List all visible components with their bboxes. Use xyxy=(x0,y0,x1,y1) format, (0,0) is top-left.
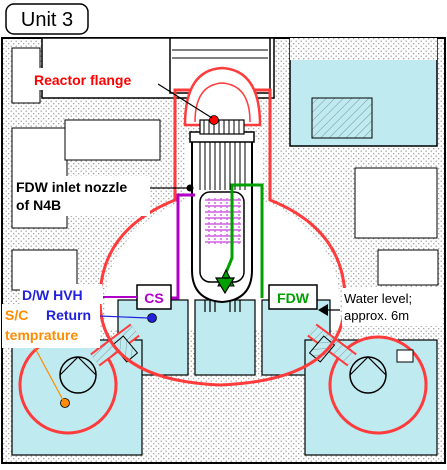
reactor-flange-label: Reactor flange xyxy=(34,72,131,88)
diagram-title: Unit 3 xyxy=(21,9,73,31)
sc-temperature-marker xyxy=(61,399,70,408)
dw-hvh-label: D/W HVH xyxy=(22,287,83,303)
sc-label: S/C xyxy=(5,307,28,323)
cs-label: CS xyxy=(144,290,163,306)
fdw-label: FDW xyxy=(277,290,310,306)
fdw-inlet-label-line1: FDW inlet nozzle xyxy=(16,179,127,195)
water-level-label-line1: Water level; xyxy=(344,291,412,306)
fdw-inlet-nozzle-marker xyxy=(187,185,194,192)
temprature-label: temprature xyxy=(5,327,78,343)
water-level-label-line2: approx. 6m xyxy=(344,308,409,323)
pedestal-water xyxy=(195,300,255,375)
return-marker xyxy=(148,314,157,323)
spent-fuel-racks xyxy=(312,98,372,138)
return-label: Return xyxy=(46,307,91,323)
fdw-inlet-label-line2: of N4B xyxy=(16,197,61,213)
